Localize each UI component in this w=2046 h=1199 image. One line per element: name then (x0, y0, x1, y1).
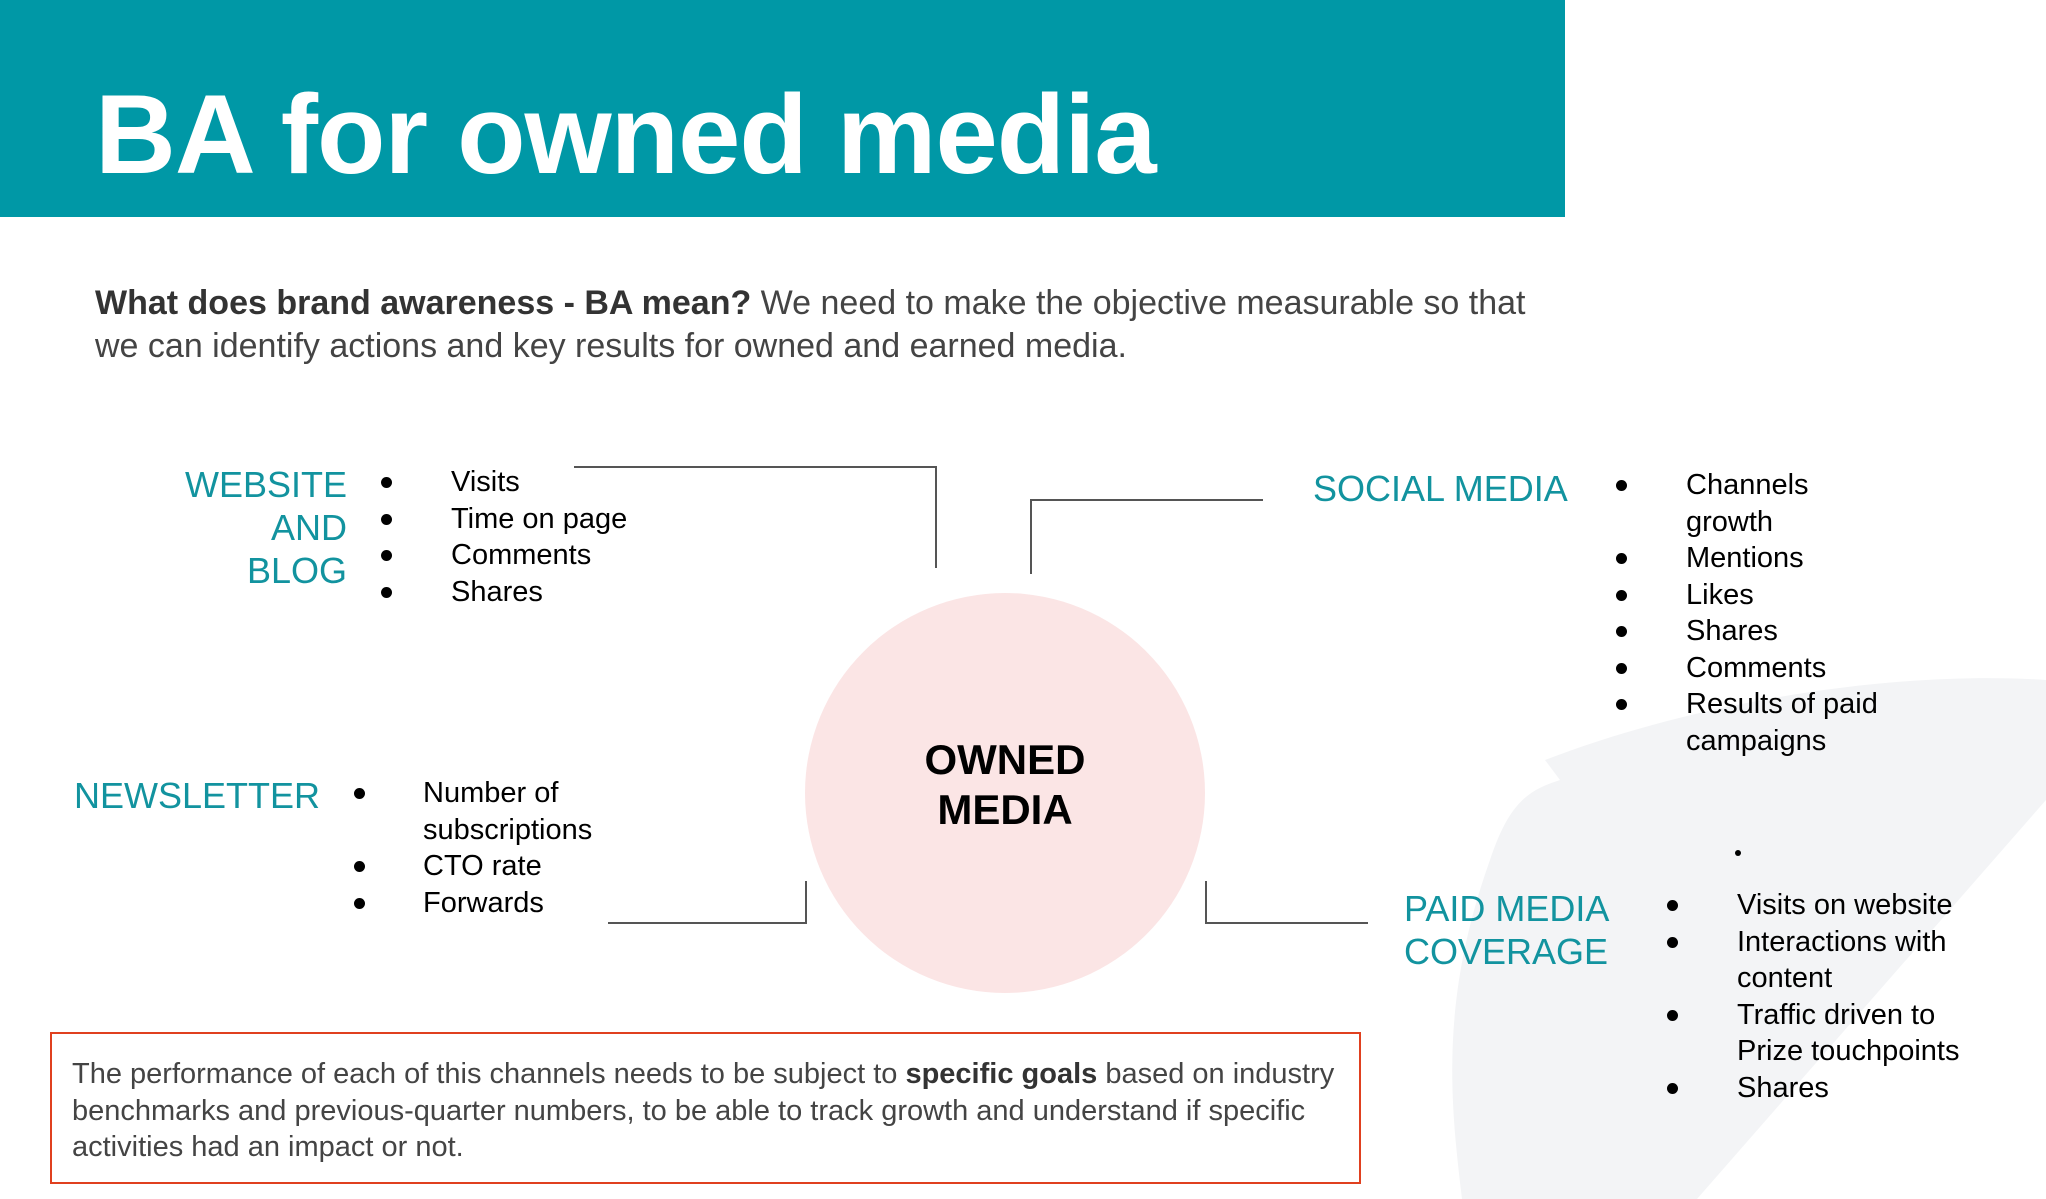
item-text: Visits (451, 466, 520, 498)
stray-dot (1735, 850, 1741, 856)
item-text: Mentions (1686, 542, 1804, 574)
list-item: Mentions (1616, 540, 1878, 577)
note-emphasis: specific goals (905, 1058, 1098, 1090)
connector-newsletter (608, 881, 807, 924)
bullet-icon (381, 586, 392, 598)
list-item: Visits (381, 464, 627, 501)
list-item: Comments (381, 537, 627, 574)
list-item: Shares (1616, 613, 1878, 650)
bullet-icon (1667, 1009, 1678, 1021)
bullet-icon (354, 861, 365, 872)
intro-paragraph: What does brand awareness - BA mean? We … (95, 282, 1545, 368)
item-text: Shares (451, 575, 543, 608)
bullet-icon (354, 788, 365, 799)
item-text: Forwards (423, 886, 544, 919)
list-item: CTO rate (354, 848, 592, 885)
bullet-icon (1616, 553, 1627, 564)
website-blog-label: WEBSITE AND BLOG (150, 463, 347, 592)
item-text: Comments (1686, 651, 1827, 684)
item-text: Number of (423, 777, 559, 809)
item-text: CTO rate (423, 850, 542, 882)
bullet-icon (1667, 1082, 1678, 1094)
bullet-icon (1616, 480, 1627, 491)
item-text: Results of paid (1686, 688, 1878, 720)
item-text: content (1737, 962, 1833, 994)
item-text: Prize touchpoints (1737, 1035, 1960, 1067)
label-line: COVERAGE (1404, 931, 1609, 972)
bullet-icon (1667, 900, 1678, 911)
label-line: AND (270, 507, 347, 548)
list-item: Results of paid campaigns (1616, 686, 1878, 759)
newsletter-label: NEWSLETTER (74, 775, 321, 816)
label-line: WEBSITE (184, 464, 347, 505)
item-text: Interactions with (1737, 925, 1947, 958)
item-text: growth (1686, 505, 1774, 538)
bullet-icon (1616, 699, 1627, 710)
item-text: Shares (1686, 615, 1778, 647)
item-text: campaigns (1686, 724, 1827, 757)
owned-media-label: OWNED MEDIA (805, 735, 1205, 835)
list-item: Shares (1667, 1070, 1959, 1107)
item-text: Visits on website (1737, 889, 1953, 921)
social-media-label: SOCIAL MEDIA (1313, 468, 1568, 509)
page-title: BA for owned media (95, 72, 1157, 197)
item-text: Traffic driven to (1737, 998, 1936, 1031)
label-line: PAID MEDIA (1404, 888, 1610, 929)
list-item: Channels growth (1616, 467, 1878, 540)
list-item: Traffic driven to Prize touchpoints (1667, 997, 1960, 1070)
list-item: Forwards (354, 885, 592, 922)
item-text: Comments (451, 539, 592, 571)
item-text: subscriptions (423, 813, 593, 846)
performance-note-box: The performance of each of this channels… (50, 1032, 1361, 1184)
website-metrics-list: Visits Time on page Comments Shares (381, 464, 628, 611)
note-text: based on industry benchmarks and previou… (72, 1058, 1335, 1163)
list-item: Time on page (381, 501, 628, 538)
intro-text: We need to make the objective measurable… (95, 284, 1526, 365)
list-item: Visits on website (1667, 887, 1959, 924)
paid-media-label: PAID MEDIA COVERAGE (1404, 887, 1609, 973)
bullet-icon (381, 477, 392, 488)
bullet-icon (1616, 589, 1627, 601)
connector-website (574, 466, 937, 568)
header-band (0, 0, 1565, 217)
list-item: Comments (1616, 650, 1878, 687)
bullet-icon (1667, 936, 1678, 948)
item-text: Time on page (451, 502, 628, 535)
list-item: Number of subscriptions (354, 775, 593, 848)
list-item: Shares (381, 574, 627, 611)
owned-media-circle (805, 593, 1205, 993)
item-text: Channels (1686, 469, 1809, 501)
bullet-icon (381, 513, 392, 525)
owned-media-line1: OWNED (924, 736, 1086, 783)
paid-metrics-list: Visits on website Interactions with conte… (1667, 887, 1960, 1107)
bullet-icon (1616, 662, 1627, 674)
list-item: Interactions with content (1667, 924, 1959, 997)
owned-media-line2: MEDIA (937, 786, 1073, 833)
item-text: Likes (1686, 578, 1754, 611)
connector-social (1030, 499, 1263, 574)
bullet-icon (381, 550, 392, 561)
newsletter-metrics-list: Number of subscriptions CTO rate Forwards (354, 775, 593, 922)
bullet-icon (1616, 626, 1627, 637)
social-metrics-list: Channels growth Mentions Likes Shares Com… (1616, 467, 1878, 759)
bullet-icon (354, 897, 365, 909)
intro-question: What does brand awareness - BA mean? (95, 284, 752, 322)
item-text: Shares (1737, 1071, 1829, 1104)
list-item: Likes (1616, 577, 1878, 614)
note-text: The performance of each of this channels… (72, 1058, 906, 1090)
label-line: BLOG (246, 550, 347, 591)
connector-paid (1205, 881, 1368, 924)
